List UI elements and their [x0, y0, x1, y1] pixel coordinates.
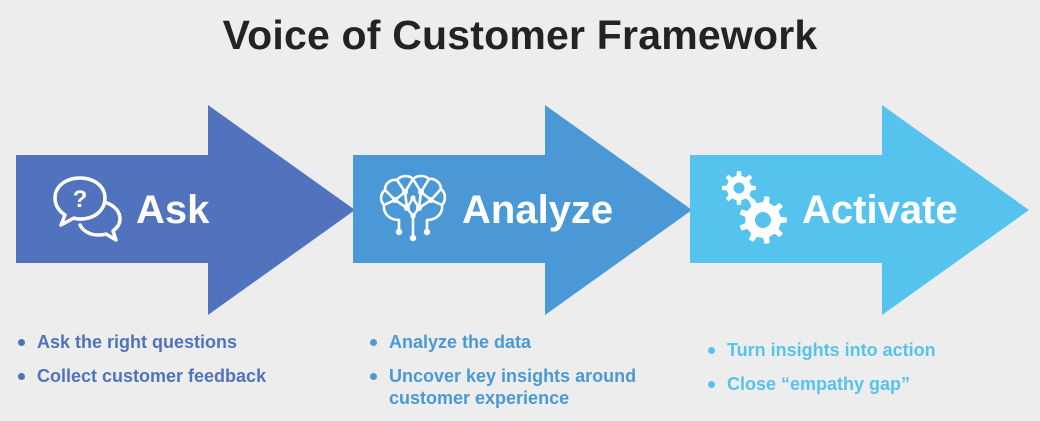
gears-icon [722, 171, 787, 244]
analyze-bullets: Analyze the data Uncover key insights ar… [370, 331, 680, 421]
stage-label-ask: Ask [136, 188, 210, 232]
svg-text:?: ? [73, 186, 88, 213]
list-item: Ask the right questions [18, 331, 338, 353]
ask-arrow [16, 105, 355, 315]
stage-label-activate: Activate [802, 188, 958, 232]
speech-bubbles-question-icon: ? [53, 176, 122, 242]
activate-arrow [690, 105, 1029, 315]
analyze-arrow [353, 105, 692, 315]
activate-bullets: Turn insights into action Close “empathy… [708, 339, 1018, 407]
stage-label-analyze: Analyze [462, 188, 614, 232]
list-item: Turn insights into action [708, 339, 1018, 361]
brain-circuit-icon [379, 174, 447, 242]
list-item: Uncover key insights around customer exp… [370, 365, 680, 409]
list-item: Collect customer feedback [18, 365, 338, 387]
small-gear-icon [722, 171, 756, 205]
list-item: Analyze the data [370, 331, 680, 353]
large-gear-icon [739, 196, 787, 244]
ask-bullets: Ask the right questions Collect customer… [18, 331, 338, 399]
page-title: Voice of Customer Framework [222, 12, 818, 58]
list-item: Close “empathy gap” [708, 373, 1018, 395]
